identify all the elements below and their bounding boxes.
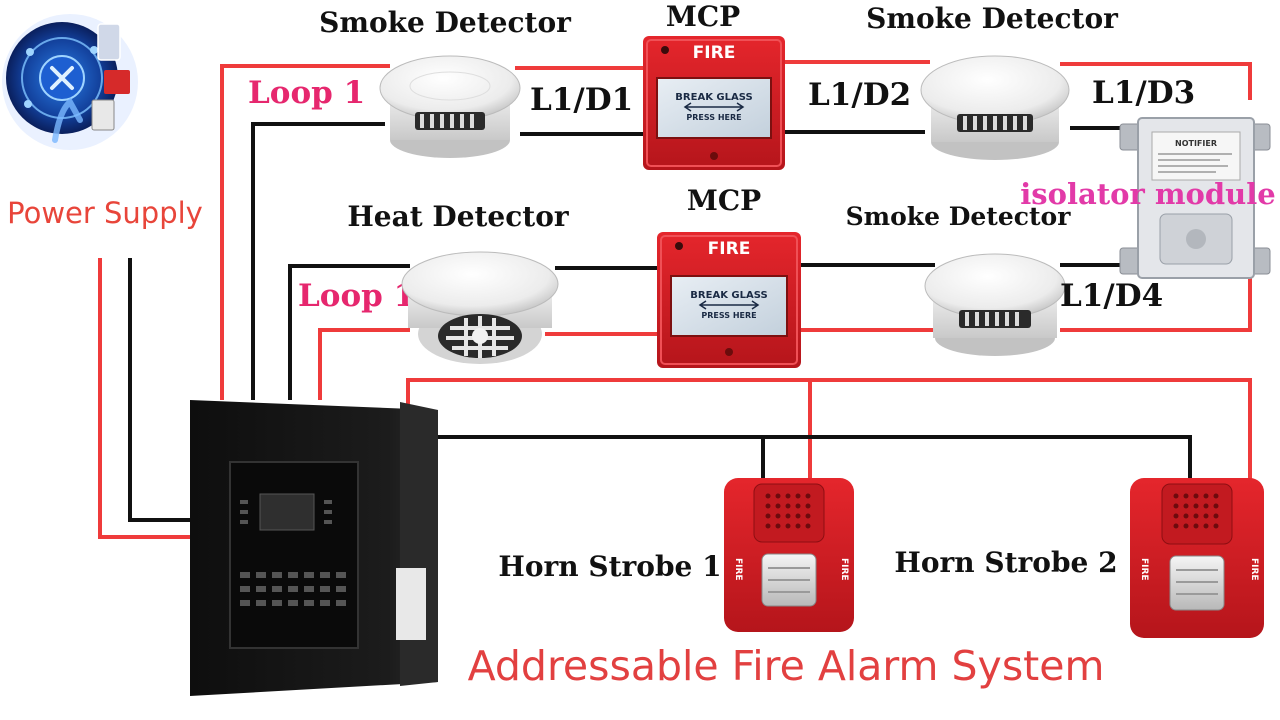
smoke-detector-3-address: L1/D4 — [1060, 278, 1163, 314]
isolator-module-label: isolator module — [1020, 177, 1275, 211]
mcp-2-label: MCP — [687, 184, 761, 217]
mcp-2-glass-line1: BREAK GLASS — [690, 290, 767, 301]
loop-label-lower: Loop 1 — [298, 278, 415, 314]
manual-call-point-icon: FIRE BREAK GLASS PRESS HERE — [657, 232, 801, 368]
smoke-detector-1-label: Smoke Detector — [319, 6, 572, 39]
diagram-title: Addressable Fire Alarm System — [468, 642, 1105, 690]
horn-strobe-1-side-left: FIRE — [733, 558, 743, 581]
horn-strobe-icon: FIRE FIRE — [724, 478, 854, 632]
wiring — [98, 60, 1252, 539]
horn-strobe-2-side-right: FIRE — [1249, 558, 1259, 581]
heat-detector-icon — [401, 251, 559, 364]
smoke-detector-icon — [379, 55, 521, 158]
horn-strobe-1-label: Horn Strobe 1 — [498, 550, 721, 583]
smoke-detector-2-address-d2: L1/D2 — [808, 77, 911, 113]
horn-strobe-1-side-right: FIRE — [839, 558, 849, 581]
horn-strobe-icon: FIRE FIRE — [1130, 478, 1264, 638]
loop1-lower-red-wire — [318, 328, 935, 400]
control-panel-icon — [190, 400, 438, 696]
isolator-brand: NOTIFIER — [1175, 139, 1217, 148]
smoke-detector-2-address-d3: L1/D3 — [1092, 75, 1195, 111]
mcp-1-fire-text: FIRE — [693, 43, 736, 63]
power-red-wire — [98, 258, 190, 539]
nac-red-wire — [406, 378, 1252, 480]
mcp-1-glass-line2: PRESS HERE — [686, 113, 741, 122]
isolator-return-red-wire — [1060, 270, 1252, 332]
smoke-detector-icon — [924, 253, 1066, 356]
loop1-upper-red-wire — [220, 60, 1252, 400]
power-supply-label: Power Supply — [7, 196, 203, 230]
mcp-2-fire-text: FIRE — [708, 239, 751, 259]
loop1-lower-black-wire — [288, 263, 935, 400]
horn-strobe-2-side-left: FIRE — [1139, 558, 1149, 581]
smoke-detector-icon — [920, 55, 1070, 160]
nac-black-wire — [438, 435, 1192, 485]
smoke-detector-1-address: L1/D1 — [530, 82, 633, 118]
loop1-upper-black-wire — [251, 122, 1150, 400]
mcp-1-label: MCP — [666, 0, 740, 33]
smoke-detector-3-label: Smoke Detector — [846, 202, 1072, 231]
heat-detector-label: Heat Detector — [347, 200, 570, 233]
loop-label-upper: Loop 1 — [248, 75, 365, 111]
horn-strobe-2-label: Horn Strobe 2 — [894, 546, 1117, 579]
logo-badge-icon — [2, 14, 138, 150]
smoke-detector-2-label: Smoke Detector — [866, 2, 1119, 35]
isolator-module-icon: NOTIFIER — [1119, 117, 1271, 279]
power-black-wire — [128, 258, 190, 522]
mcp-2-glass-line2: PRESS HERE — [701, 311, 756, 320]
mcp-1-glass-line1: BREAK GLASS — [675, 92, 752, 103]
manual-call-point-icon: FIRE BREAK GLASS PRESS HERE — [643, 36, 785, 170]
